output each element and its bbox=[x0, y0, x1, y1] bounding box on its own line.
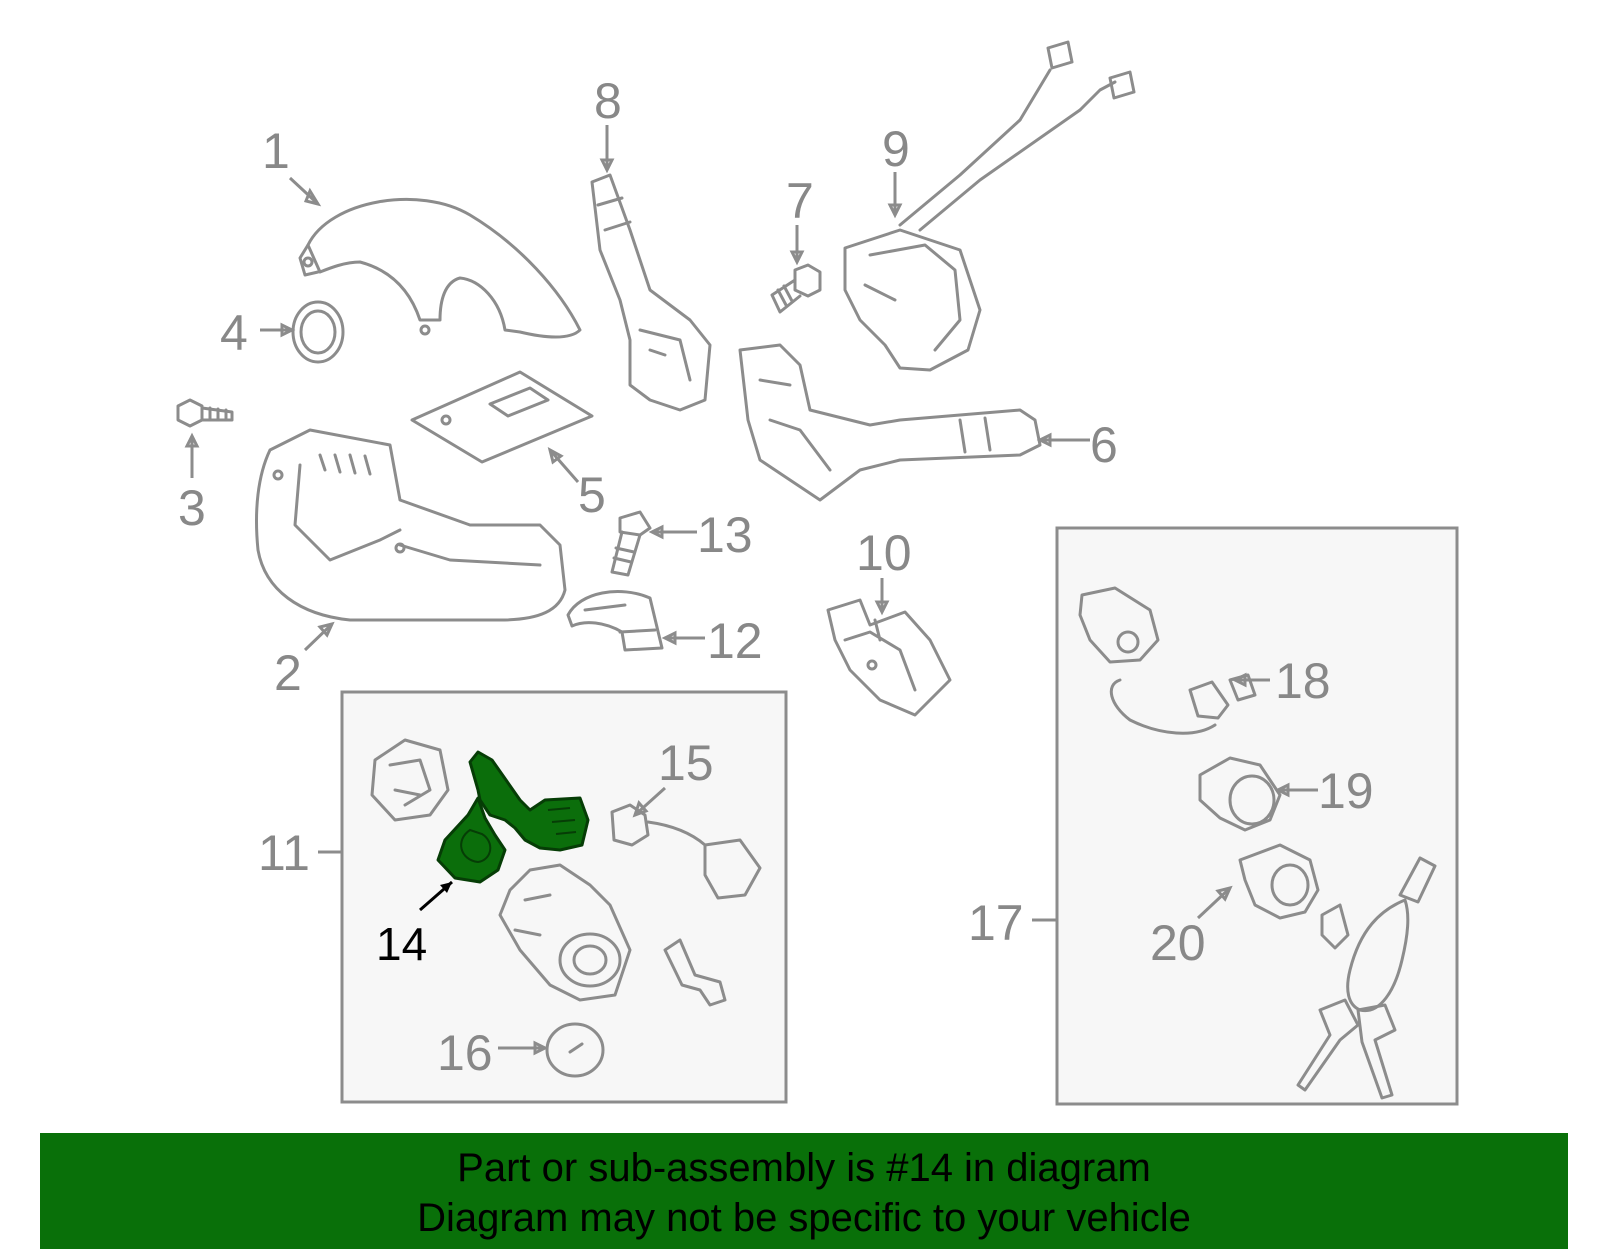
callout-11: 11 bbox=[258, 825, 310, 881]
callout-18: 18 bbox=[1275, 653, 1331, 709]
part-1-upper-cover[interactable] bbox=[298, 197, 582, 339]
part-4-ring[interactable] bbox=[291, 300, 345, 364]
part-19-ring[interactable] bbox=[1198, 756, 1282, 832]
part-9-clock-spring[interactable] bbox=[843, 40, 1136, 372]
callout-3: 3 bbox=[178, 480, 206, 536]
callout-2: 2 bbox=[274, 645, 302, 701]
callout-12: 12 bbox=[707, 613, 763, 669]
part-17-lock-cylinder[interactable] bbox=[1078, 586, 1160, 664]
part-17-keys[interactable] bbox=[1296, 856, 1437, 1100]
info-banner: Part or sub-assembly is #14 in diagram D… bbox=[40, 1133, 1568, 1249]
part-20-ring[interactable] bbox=[1238, 843, 1320, 920]
part-8-combination-switch[interactable] bbox=[590, 173, 712, 412]
part-5-pad[interactable] bbox=[410, 370, 594, 464]
callout-4: 4 bbox=[220, 305, 248, 361]
part-10-cover[interactable] bbox=[826, 598, 952, 717]
part-3-screw[interactable] bbox=[176, 398, 234, 428]
part-15-connector[interactable] bbox=[610, 803, 762, 900]
leader-lines bbox=[184, 125, 1318, 1056]
callout-13: 13 bbox=[697, 507, 753, 563]
callout-16: 16 bbox=[437, 1025, 493, 1081]
banner-line-disclaimer: Diagram may not be specific to your vehi… bbox=[417, 1196, 1191, 1240]
callout-6: 6 bbox=[1090, 417, 1118, 473]
part-11-lock-cylinder[interactable] bbox=[498, 863, 632, 1002]
part-17-clip[interactable] bbox=[1320, 903, 1350, 950]
assembly-box-17 bbox=[1055, 526, 1459, 1106]
callout-7: 7 bbox=[786, 173, 814, 229]
part-16-cap[interactable] bbox=[545, 1022, 605, 1078]
callout-9: 9 bbox=[882, 121, 910, 177]
callout-19: 19 bbox=[1318, 763, 1374, 819]
callout-10: 10 bbox=[856, 525, 912, 581]
callout-14: 14 bbox=[376, 918, 427, 970]
callout-1: 1 bbox=[262, 123, 290, 179]
callout-17: 17 bbox=[968, 895, 1024, 951]
callout-5: 5 bbox=[578, 467, 606, 523]
part-11-lock-housing[interactable] bbox=[370, 738, 450, 822]
callout-15: 15 bbox=[658, 735, 714, 791]
part-12-bracket[interactable] bbox=[566, 590, 664, 652]
callout-8: 8 bbox=[594, 73, 622, 129]
part-14-highlighted-switch[interactable] bbox=[436, 750, 590, 884]
part-11-clip[interactable] bbox=[663, 938, 727, 1007]
part-2-lower-cover[interactable] bbox=[255, 428, 567, 622]
part-6-turn-signal-switch[interactable] bbox=[738, 343, 1042, 502]
banner-line-part: Part or sub-assembly is #14 in diagram bbox=[457, 1146, 1151, 1190]
part-7-bolt[interactable] bbox=[770, 263, 822, 314]
part-13-bolt[interactable] bbox=[610, 510, 652, 577]
callout-20: 20 bbox=[1150, 915, 1206, 971]
